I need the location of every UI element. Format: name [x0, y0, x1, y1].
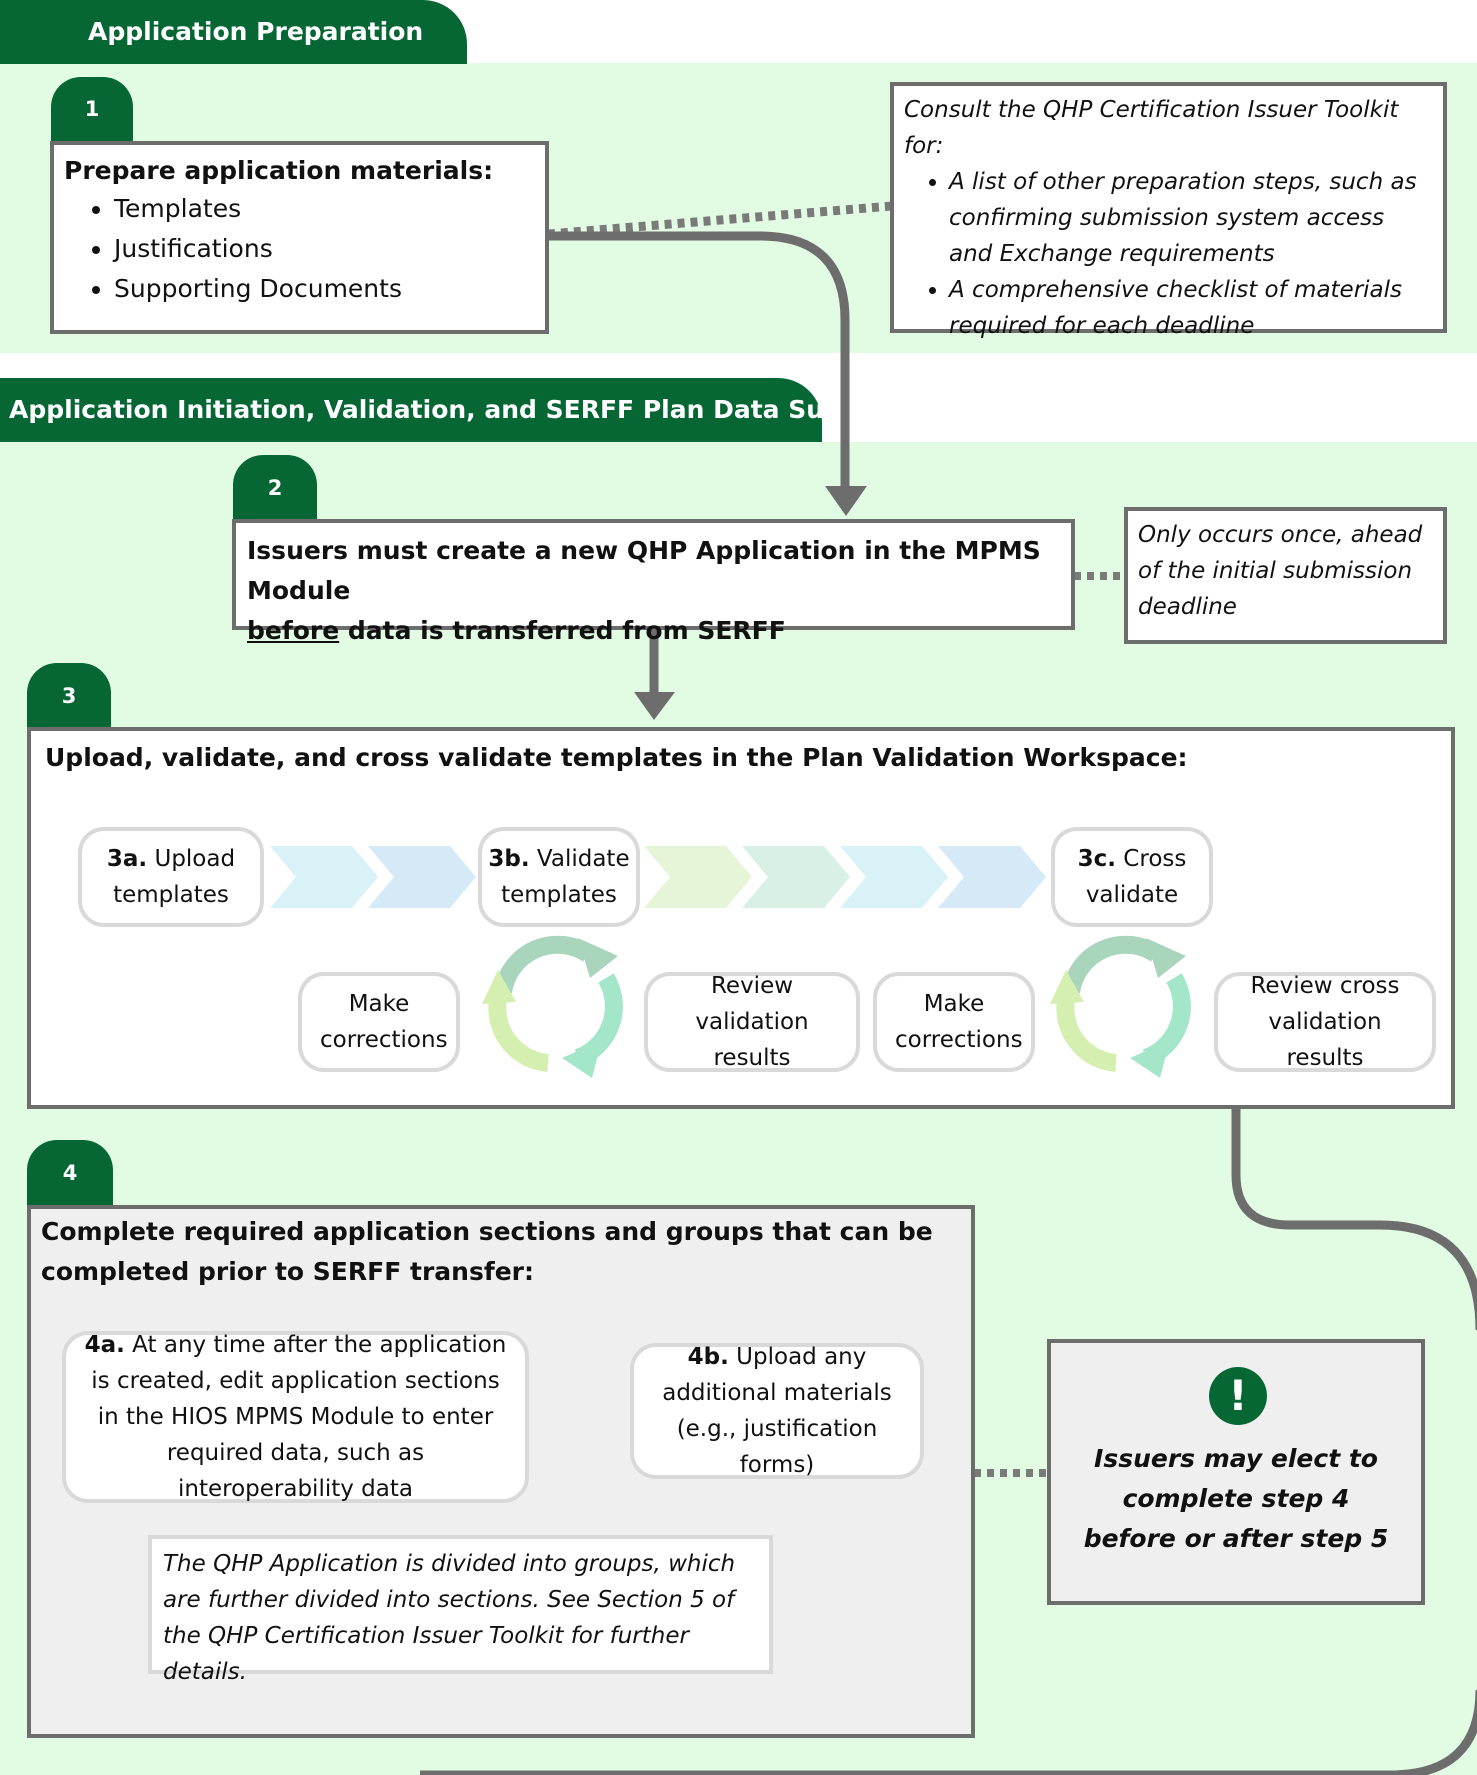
- step-3a-text: Upload: [147, 846, 236, 872]
- once-note-text: Only occurs once, ahead of the initial s…: [1138, 522, 1423, 620]
- list-item: A comprehensive checklist of materials r…: [949, 272, 1433, 344]
- make-corrections-2: Make corrections: [873, 972, 1035, 1072]
- list-item: Justifications: [114, 229, 535, 269]
- step2-text-b: data is transferred from SERFF: [339, 616, 786, 645]
- step-4b-text: Upload any additional materials (e.g., j…: [662, 1344, 892, 1478]
- make-corrections-1: Make corrections: [298, 972, 460, 1072]
- step-3c-label: 3c.: [1077, 846, 1116, 872]
- step-4b-label: 4b.: [687, 1344, 729, 1370]
- step-3a-upload-templates: 3a. Upload templates: [78, 827, 264, 927]
- step-badge-2: 2: [233, 455, 317, 521]
- section-header-initiation: Application Initiation, Validation, and …: [0, 378, 950, 442]
- step-badge-1: 1: [51, 77, 133, 143]
- consult-list: A list of other preparation steps, such …: [904, 164, 1433, 344]
- step-3b-validate-templates: 3b. Validate templates: [478, 827, 640, 927]
- alert-box: ! Issuers may elect to complete step 4 b…: [1047, 1339, 1425, 1605]
- step2-text-a: Issuers must create a new QHP Applicatio…: [247, 536, 1041, 605]
- section-header-preparation: Application Preparation: [0, 0, 467, 64]
- cycle-arrows-icon: [482, 935, 623, 1078]
- alert-text: Issuers may elect to complete step 4 bef…: [1083, 1444, 1389, 1553]
- once-note-box: Only occurs once, ahead of the initial s…: [1124, 507, 1447, 644]
- step-3c-text2: validate: [1085, 882, 1179, 908]
- list-item: Templates: [114, 189, 535, 229]
- step-4a-label: 4a.: [84, 1332, 125, 1358]
- step-3b-text: Validate: [529, 846, 630, 872]
- exclamation-icon: !: [1209, 1367, 1267, 1425]
- step-3b-label: 3b.: [488, 846, 530, 872]
- step4-note-text: The QHP Application is divided into grou…: [163, 1551, 736, 1685]
- step1-list: Templates Justifications Supporting Docu…: [64, 189, 535, 309]
- step2-box: Issuers must create a new QHP Applicatio…: [232, 519, 1075, 645]
- step-badge-3: 3: [27, 663, 111, 729]
- step-3b-text2: templates: [501, 882, 617, 908]
- step4-title: Complete required application sections a…: [41, 1217, 933, 1286]
- step-4a-text: At any time after the application is cre…: [91, 1332, 507, 1502]
- step-4b-upload-materials: 4b. Upload any additional materials (e.g…: [630, 1343, 924, 1479]
- consult-intro: Consult the QHP Certification Issuer Too…: [904, 97, 1399, 159]
- review-validation-results: Review validation results: [644, 972, 860, 1072]
- step1-box: Prepare application materials: Templates…: [50, 141, 549, 334]
- step-badge-4: 4: [27, 1140, 113, 1207]
- consult-toolkit-box: Consult the QHP Certification Issuer Too…: [890, 82, 1447, 339]
- step-3c-cross-validate: 3c. Cross validate: [1051, 827, 1213, 927]
- review-cross-validation-results: Review cross validation results: [1214, 972, 1436, 1072]
- step2-underlined: before: [247, 616, 340, 645]
- step-4a-edit-sections: 4a. At any time after the application is…: [62, 1331, 529, 1503]
- step1-title: Prepare application materials:: [64, 156, 494, 185]
- list-item: A list of other preparation steps, such …: [949, 164, 1433, 272]
- step3-title: Upload, validate, and cross validate tem…: [45, 743, 1188, 772]
- step-3a-label: 3a.: [106, 846, 148, 872]
- step4-note-box: The QHP Application is divided into grou…: [148, 1535, 773, 1685]
- cycle-arrows-icon: [1050, 935, 1191, 1078]
- list-item: Supporting Documents: [114, 269, 535, 309]
- step-3c-text: Cross: [1116, 846, 1187, 872]
- step-3a-text2: templates: [113, 882, 229, 908]
